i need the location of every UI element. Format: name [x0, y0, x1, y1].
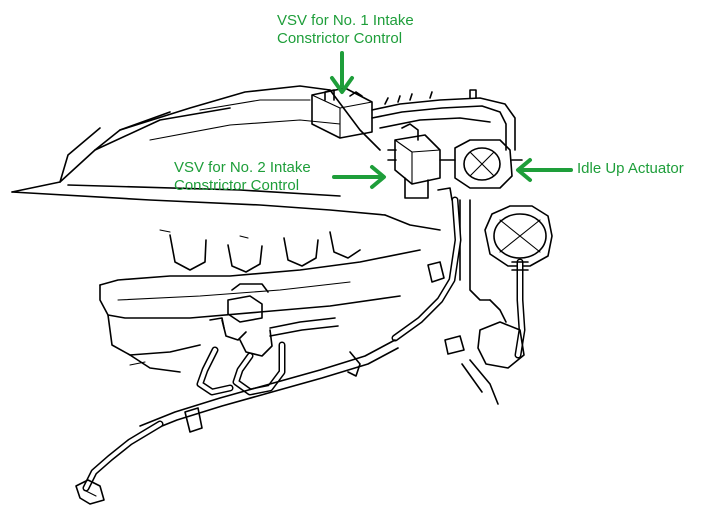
callout-vsv1-label: VSV for No. 1 Intake Constrictor Control [277, 12, 414, 48]
vsv-no1-valve [311, 87, 373, 139]
intake-plenum [11, 85, 441, 231]
intake-runners [99, 231, 421, 373]
vsv-no2-valve [387, 123, 441, 199]
arrow-vsv1 [330, 51, 354, 94]
middle-hose-run [391, 196, 499, 405]
callout-idle-line1: Idle Up Actuator [577, 160, 684, 177]
callout-vsv1-line1: VSV for No. 1 Intake [277, 12, 414, 29]
misc-fittings [129, 187, 507, 366]
callout-vsv2-label: VSV for No. 2 Intake Constrictor Control [174, 159, 311, 195]
right-vertical-hose [477, 258, 529, 369]
arrow-vsv2 [332, 165, 386, 189]
callout-vsv2-line1: VSV for No. 2 Intake [174, 159, 311, 176]
long-vacuum-pipe [75, 339, 399, 505]
callout-vsv1-line2: Constrictor Control [277, 30, 403, 47]
round-canister [459, 199, 553, 301]
callout-idle-label: Idle Up Actuator [577, 160, 684, 178]
idle-up-actuator [439, 139, 523, 189]
top-hose-cluster [371, 89, 516, 151]
lower-left-valve [196, 295, 339, 396]
arrow-idle-up [516, 158, 573, 182]
callout-vsv2-line2: Constrictor Control [174, 177, 300, 194]
